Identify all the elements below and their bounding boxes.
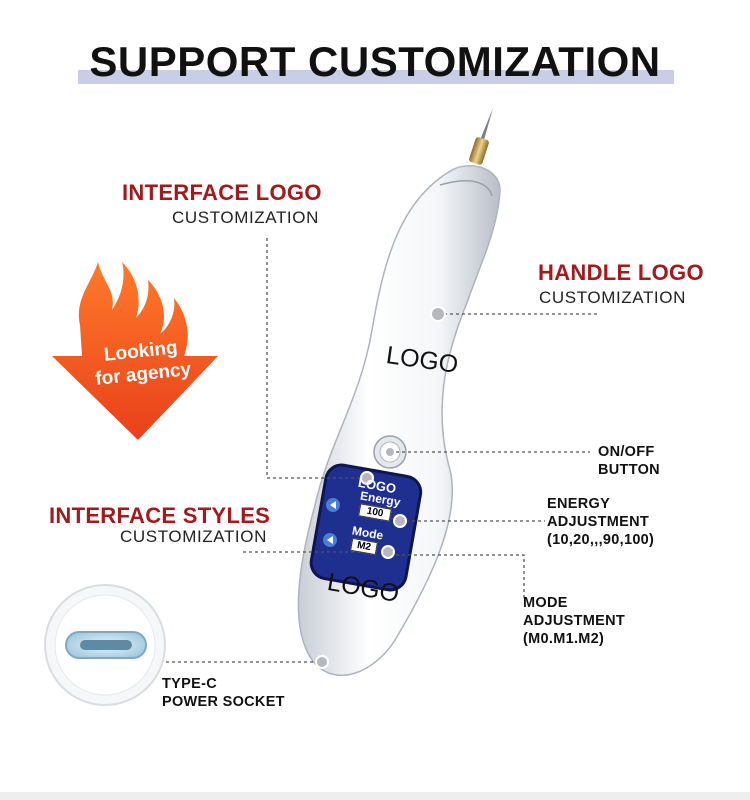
interface-styles-sub: CUSTOMIZATION — [120, 527, 267, 546]
handle-logo-heading: HANDLE LOGO — [538, 260, 704, 285]
pen-body — [297, 165, 501, 677]
page-title: SUPPORT CUSTOMIZATION — [89, 38, 661, 85]
energy-label: ENERGY ADJUSTMENT (10,20,,,90,100) — [547, 496, 655, 548]
interface-logo-sub: CUSTOMIZATION — [172, 208, 319, 227]
onoff-label: ON/OFF BUTTON — [598, 444, 660, 478]
mode-label: MODE ADJUSTMENT (M0.M1.M2) — [523, 595, 626, 647]
needle-icon — [469, 108, 493, 165]
typec-label: TYPE-C POWER SOCKET — [162, 676, 285, 710]
title-underline-bar — [78, 70, 674, 84]
usb-c-port-icon — [44, 584, 166, 706]
flame-arrow-icon — [52, 262, 218, 440]
interface-logo-heading: INTERFACE LOGO — [122, 180, 322, 205]
screen-panel — [309, 463, 423, 592]
interface-styles-heading: INTERFACE STYLES — [49, 503, 271, 528]
handle-logo-sub: CUSTOMIZATION — [539, 288, 686, 307]
